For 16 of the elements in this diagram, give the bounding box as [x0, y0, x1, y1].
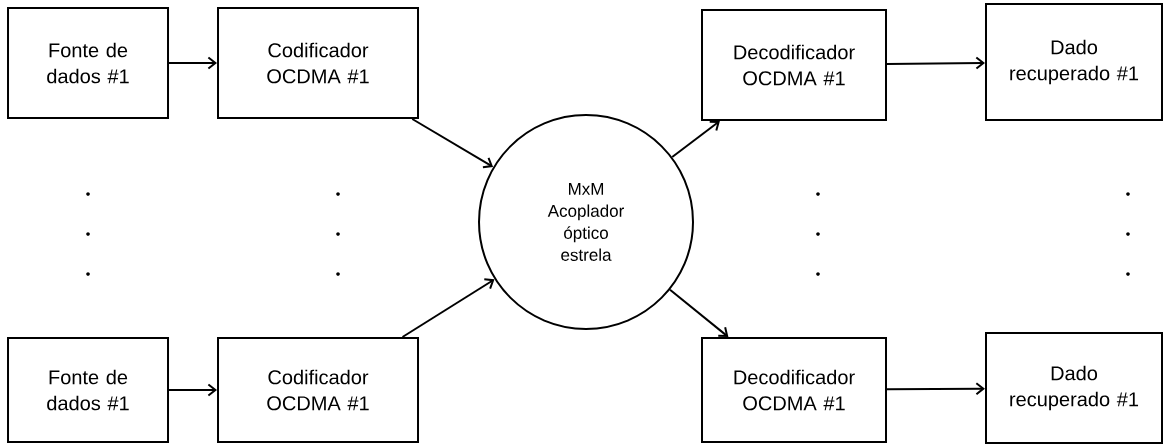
- arrow: [168, 383, 217, 397]
- process-box: Dado recuperado #1: [985, 332, 1163, 444]
- arrow: [168, 56, 217, 70]
- arrow: [411, 118, 494, 169]
- arrow: [671, 120, 720, 158]
- process-box: Dado recuperado #1: [985, 3, 1163, 121]
- process-box: Fonte de dados #1: [7, 7, 169, 119]
- arrow: [401, 278, 495, 338]
- process-box: Fonte de dados #1: [7, 337, 169, 443]
- process-box: Codificador OCDMA #1: [217, 7, 419, 119]
- arrow: [886, 56, 985, 70]
- arrow: [886, 382, 985, 396]
- process-box: Decodificador OCDMA #1: [701, 337, 887, 443]
- process-box: Decodificador OCDMA #1: [701, 9, 887, 121]
- arrow: [669, 288, 729, 337]
- process-box: Codificador OCDMA #1: [217, 337, 419, 443]
